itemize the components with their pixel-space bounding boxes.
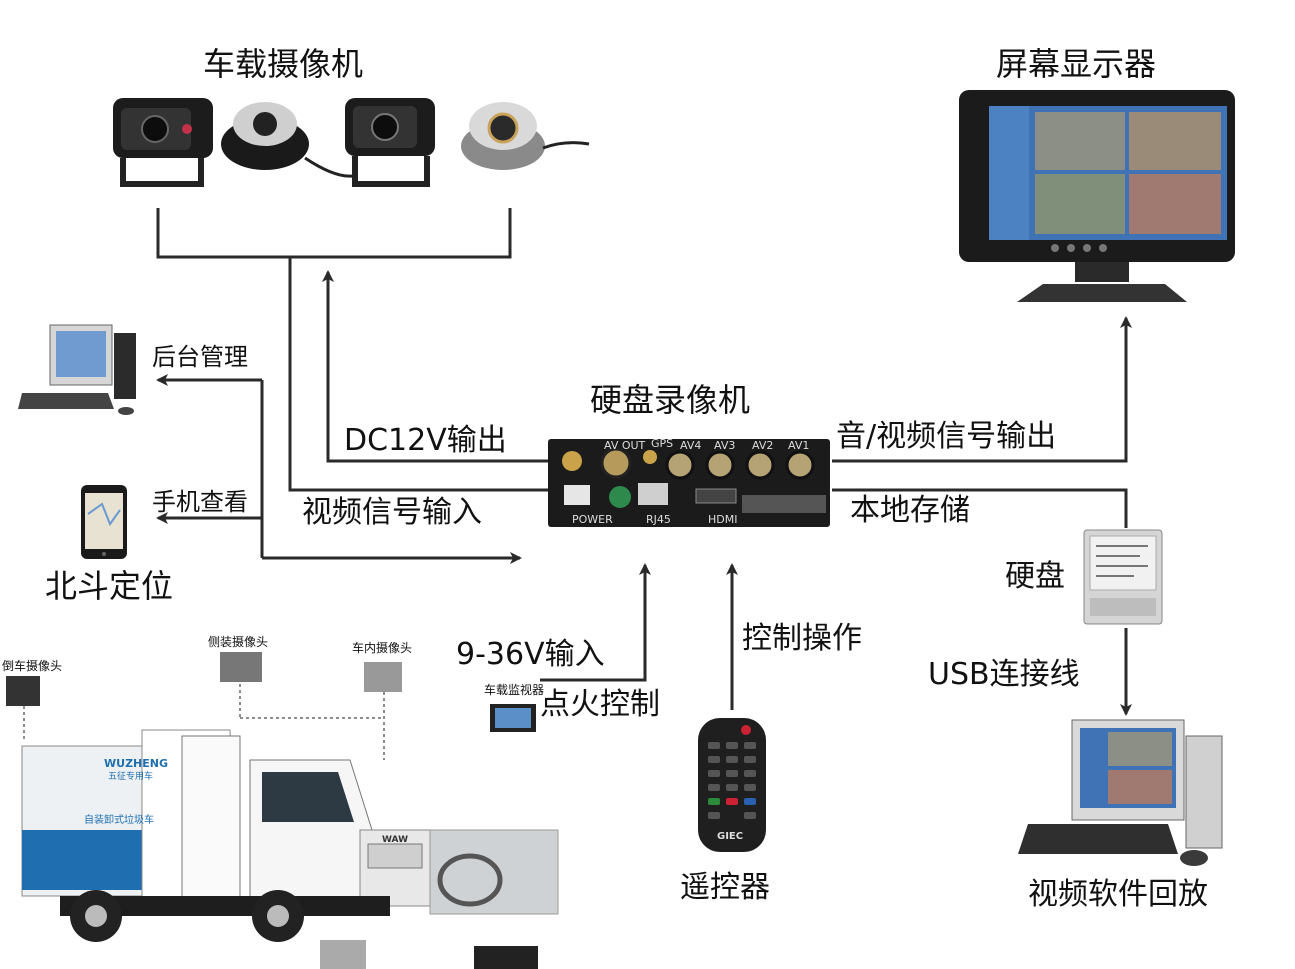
ignition-label: 点火控制 — [540, 687, 660, 722]
monitor-title: 屏幕显示器 — [996, 45, 1157, 83]
cabin-camera-thumb — [364, 662, 402, 692]
truck-grille-text: WAW — [382, 835, 409, 845]
beidou-label: 北斗定位 — [45, 567, 174, 605]
hard-disk-icon — [1083, 529, 1163, 625]
power-in-label: 9-36V输入 — [456, 637, 605, 672]
dvr-av1-port-label: AV1 — [788, 439, 810, 452]
side-camera-thumb — [220, 652, 262, 682]
video-in-label: 视频信号输入 — [302, 495, 482, 530]
usb-label: USB连接线 — [928, 657, 1080, 692]
rear-camera-label: 倒车摄像头 — [2, 659, 63, 673]
dvr-av3-port-label: AV3 — [714, 439, 736, 452]
video-in-line — [288, 257, 548, 492]
cabin-camera-label: 车内摄像头 — [352, 641, 413, 655]
box-camera-icon — [345, 98, 435, 187]
dvr-gps-port-label: GPS — [651, 437, 674, 450]
dc-out-label: DC12V输出 — [344, 423, 507, 458]
control-label: 控制操作 — [742, 621, 862, 656]
storage-line — [832, 488, 1128, 528]
dc12v-line — [322, 270, 548, 463]
camera-group — [113, 98, 590, 187]
dome-camera-icon — [221, 102, 354, 178]
remote-label: 遥控器 — [680, 870, 770, 905]
rear-camera-thumb — [6, 676, 40, 706]
dvr-power-port-label: POWER — [572, 513, 613, 526]
av-out-line — [832, 316, 1132, 463]
truck-body-text: 自装卸式垃圾车 — [84, 815, 154, 826]
monitor-icon — [959, 90, 1235, 302]
truck-brand-cn: 五征专用车 — [108, 772, 154, 782]
power-line — [540, 563, 651, 682]
truck-illustration: 倒车摄像头 侧装摄像头 车内摄像头 车载监视器 WUZHENG 五征专用车 自装… — [0, 600, 560, 969]
dvr-av-out-port-label: AV OUT — [604, 439, 646, 452]
dvr-av2-port-label: AV2 — [752, 439, 774, 452]
local-storage-label: 本地存储 — [850, 493, 970, 528]
playback-label: 视频软件回放 — [1028, 877, 1208, 912]
desktop-pc-icon — [18, 324, 136, 415]
dvr-rj45-port-label: RJ45 — [646, 513, 671, 526]
hdd-label: 硬盘 — [1005, 559, 1065, 594]
dvr-av4-port-label: AV4 — [680, 439, 702, 452]
av-out-label: 音/视频信号输出 — [836, 419, 1057, 454]
dvr-hdmi-port-label: HDMI — [708, 513, 738, 526]
playback-pc-icon — [1018, 719, 1223, 866]
truck-brand: WUZHENG — [104, 757, 168, 770]
vehicle-monitor-label: 车载监视器 — [484, 683, 545, 697]
backend-label: 后台管理 — [152, 343, 248, 371]
smartphone-icon — [81, 485, 127, 559]
box-camera-icon — [113, 98, 213, 187]
dvr-device-icon — [548, 439, 830, 527]
dvr-title: 硬盘录像机 — [590, 381, 751, 419]
cameras-title: 车载摄像机 — [203, 45, 364, 83]
remote-brand: GIEC — [717, 831, 744, 842]
camera-bracket-line — [156, 208, 512, 259]
side-camera-label: 侧装摄像头 — [208, 635, 269, 649]
phone-label: 手机查看 — [152, 488, 248, 516]
remote-control-icon — [698, 718, 766, 852]
dome-camera-icon — [461, 102, 590, 170]
